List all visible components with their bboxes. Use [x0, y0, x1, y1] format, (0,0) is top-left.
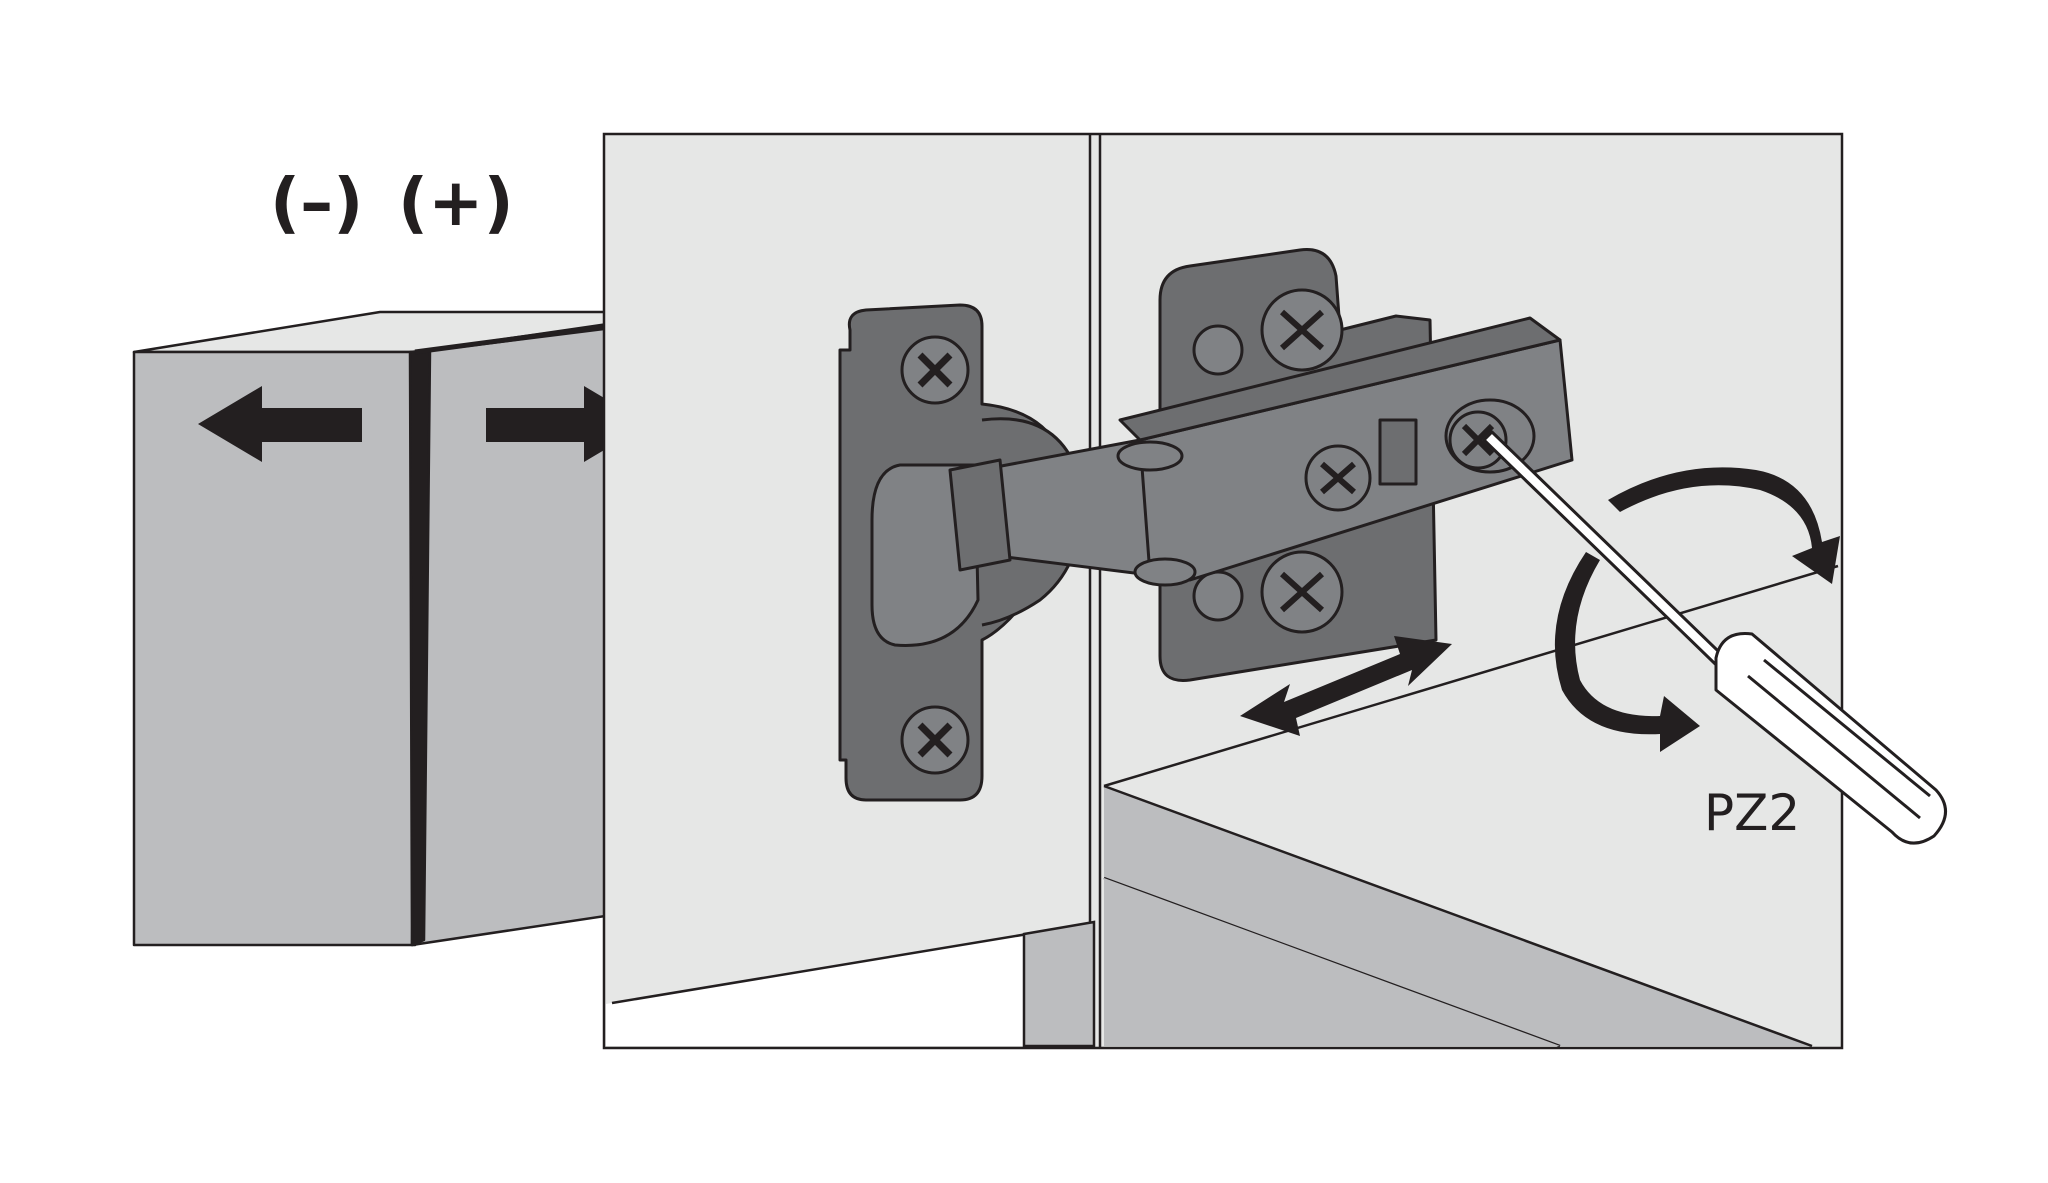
screw-icon: [1260, 550, 1344, 634]
cabinet-inner-lower: [1104, 878, 1560, 1046]
double-arrow-icon: [1240, 636, 1452, 736]
screw-icon: [900, 705, 970, 775]
screw-icon: [1304, 444, 1372, 512]
door-bottom-strip: [606, 922, 1094, 1046]
rotate-arrows-icon: [1554, 467, 1840, 752]
hinge-arm: [948, 248, 1574, 682]
side-panel-strip: [1022, 920, 1096, 1048]
screw-icon: [1260, 288, 1344, 372]
screw-icon: [900, 335, 970, 405]
arrow-left-icon: [198, 386, 362, 462]
arm-slot: [1378, 418, 1418, 486]
driver-label: PZ2: [1704, 784, 1800, 842]
plus-label: (+): [398, 164, 514, 241]
screwdriver-icon: [1482, 430, 1947, 845]
minus-label: (–): [270, 164, 363, 241]
